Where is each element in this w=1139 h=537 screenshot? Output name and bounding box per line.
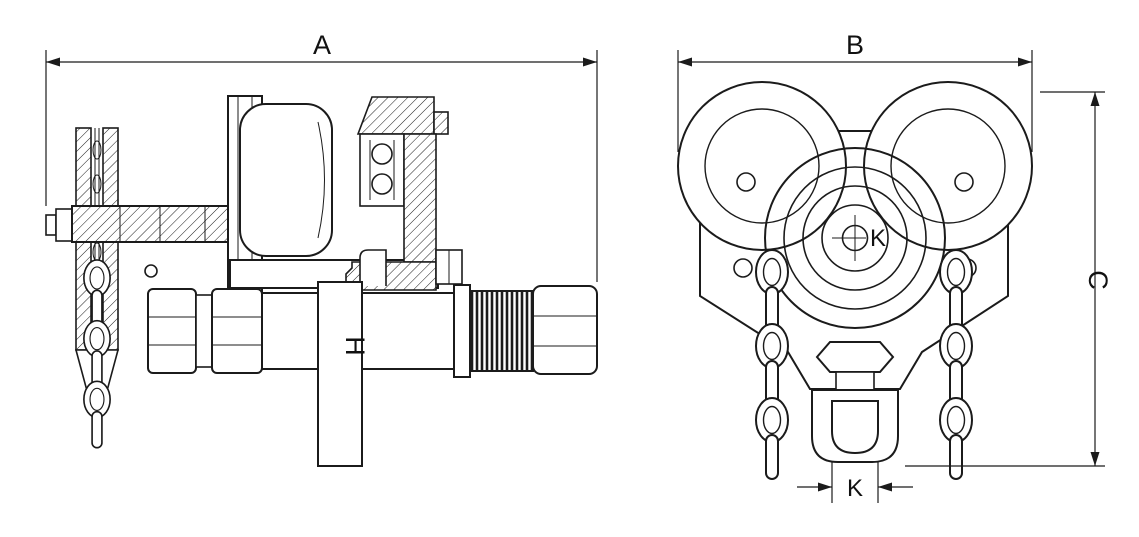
threaded-section-stripes bbox=[471, 292, 532, 370]
bearing-ball bbox=[371, 143, 393, 165]
side-view: A bbox=[45, 30, 598, 467]
plate-hole bbox=[733, 258, 753, 278]
front-view: B K bbox=[677, 30, 1113, 503]
dimension-k-arrow-right bbox=[878, 482, 892, 492]
dimension-c: C bbox=[905, 91, 1113, 467]
hub-circle-outer bbox=[764, 147, 946, 329]
clevis-neck bbox=[835, 371, 875, 391]
dimension-a: A bbox=[45, 30, 598, 282]
hex-nut-inner bbox=[211, 288, 263, 374]
dimension-k-arrow-left bbox=[818, 482, 832, 492]
gear-hub: K bbox=[764, 147, 946, 329]
suspension-nut bbox=[815, 341, 895, 373]
trolley-wheel-right-tread bbox=[890, 108, 1006, 224]
dimension-label-k: K bbox=[847, 475, 863, 502]
axle-bolt-head bbox=[55, 208, 73, 242]
trolley-wheel-left-tread bbox=[704, 108, 820, 224]
dimension-label-a: A bbox=[313, 30, 331, 60]
washer bbox=[195, 294, 213, 368]
dimension-label-k-center: K bbox=[870, 225, 886, 252]
wheel-bearing-bracket bbox=[345, 96, 463, 291]
dimension-b: B bbox=[677, 30, 1033, 152]
dimension-b-arrow-left bbox=[678, 57, 692, 67]
dimension-a-arrow-right bbox=[583, 57, 597, 67]
hanger-plate bbox=[317, 281, 363, 467]
trolley-wheels bbox=[677, 81, 1033, 251]
dimension-c-arrow-top bbox=[1090, 92, 1100, 106]
dimension-c-arrow-bottom bbox=[1090, 452, 1100, 466]
hex-nut-left bbox=[147, 288, 197, 374]
bar-collar bbox=[453, 284, 471, 378]
suspension-clevis bbox=[811, 341, 899, 463]
dimension-label-h: H bbox=[340, 336, 370, 356]
hub-circle bbox=[821, 204, 889, 272]
bearing-ball bbox=[371, 173, 393, 195]
axle-bolt-end bbox=[45, 214, 57, 236]
hub-circle bbox=[783, 166, 927, 310]
plate-hole bbox=[736, 172, 756, 192]
suspension-bar: H bbox=[147, 281, 598, 467]
dimension-k: K bbox=[797, 462, 913, 503]
axle-hatch bbox=[73, 207, 257, 241]
hex-nut-right bbox=[532, 285, 598, 375]
wheel-tread-curve bbox=[317, 121, 325, 239]
bracket-web-hatch bbox=[404, 134, 436, 262]
plate-hole bbox=[954, 172, 974, 192]
trolley-wheel-left bbox=[677, 81, 847, 251]
flange-lip-hatch bbox=[434, 112, 448, 134]
dimension-label-b: B bbox=[846, 30, 864, 60]
clevis-slot bbox=[831, 400, 879, 455]
hub-circle bbox=[802, 185, 908, 291]
trolley-wheel-right bbox=[863, 81, 1033, 251]
dimension-a-arrow-left bbox=[46, 57, 60, 67]
cotter-pin-hole bbox=[144, 264, 158, 278]
chain-guide-bracket bbox=[359, 249, 387, 286]
trolley-wheel-profile bbox=[239, 103, 333, 257]
bearing-housing bbox=[359, 133, 405, 207]
dimension-label-c: C bbox=[1083, 270, 1113, 290]
dimension-b-arrow-right bbox=[1018, 57, 1032, 67]
wheel-flange-hatch bbox=[358, 97, 434, 134]
